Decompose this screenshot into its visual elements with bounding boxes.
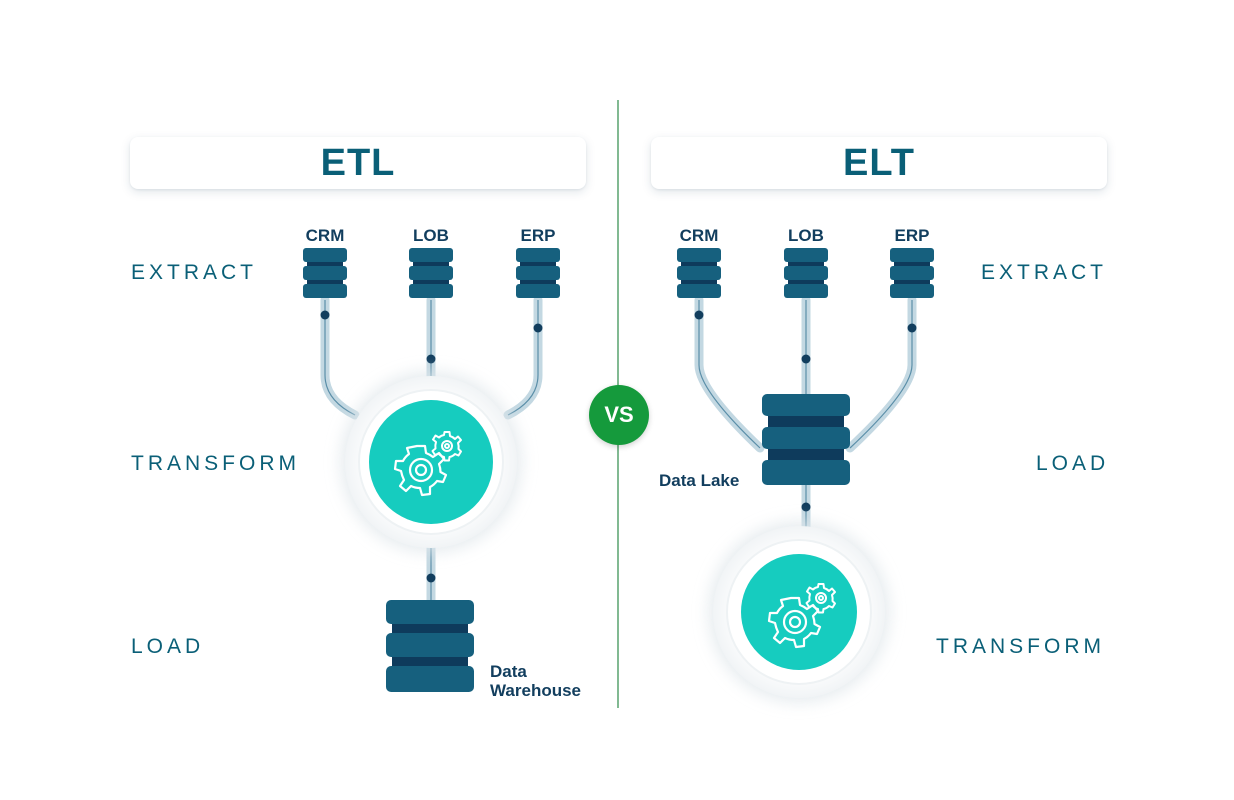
etl-transform-gear-icon — [341, 372, 521, 552]
etl-title: ETL — [130, 137, 586, 189]
elt-server-erp — [890, 248, 934, 298]
etl-server-lob — [409, 248, 453, 298]
elt-source-label-crm: CRM — [679, 226, 719, 245]
elt-stage-extract: EXTRACT — [981, 261, 1108, 284]
elt-server-lob — [784, 248, 828, 298]
elt-stage-load: LOAD — [1036, 452, 1110, 475]
elt-stage-transform: TRANSFORM — [936, 635, 1105, 658]
data-warehouse-database-icon — [386, 600, 474, 692]
elt-transform-gear-icon — [709, 522, 889, 702]
etl-pipe-nodes — [320, 310, 543, 583]
elt-source-label-lob: LOB — [788, 226, 824, 245]
etl-server-erp — [516, 248, 560, 298]
etl-source-label-crm: CRM — [305, 226, 345, 245]
elt-source-label-erp: ERP — [894, 226, 930, 245]
data-lake-database-icon — [762, 394, 850, 485]
etl-stage-extract: EXTRACT — [131, 261, 258, 284]
data-warehouse-label-line2: Warehouse — [490, 681, 582, 700]
elt-title: ELT — [651, 137, 1107, 189]
etl-stage-transform: TRANSFORM — [131, 452, 300, 475]
elt-pipe-nodes — [694, 310, 917, 512]
elt-server-crm — [677, 248, 721, 298]
etl-source-label-erp: ERP — [520, 226, 556, 245]
vs-badge: VS — [589, 385, 649, 445]
data-lake-label: Data Lake — [659, 471, 740, 490]
etl-server-crm — [303, 248, 347, 298]
data-warehouse-label: Data Warehouse — [490, 662, 581, 700]
etl-stage-load: LOAD — [131, 635, 205, 658]
data-warehouse-label-line1: Data — [490, 662, 527, 681]
etl-source-label-lob: LOB — [413, 226, 449, 245]
